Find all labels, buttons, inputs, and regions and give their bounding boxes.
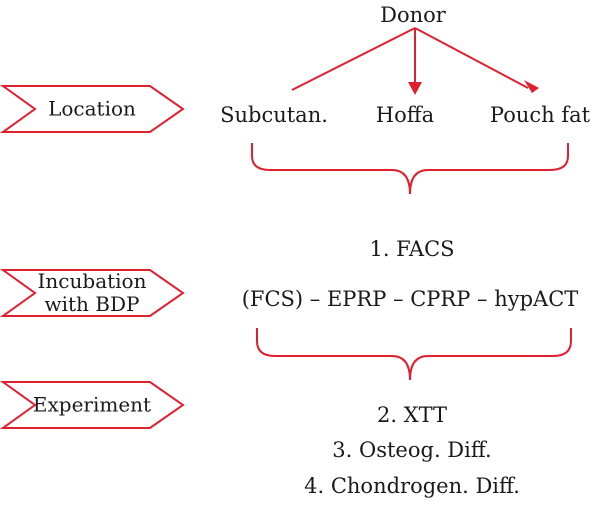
experiment-tag-shape [0,381,185,429]
hoffa-label: Hoffa [375,103,435,127]
location-tag-label: Location [48,96,136,121]
step-xtt: 2. XTT [376,403,448,427]
step-facs: 1. FACS [369,237,455,261]
step-conditions: (FCS) – EPRP – CPRP – hypACT [241,287,579,311]
donor-label: Donor [380,3,446,27]
hoffa-arrowhead [408,82,422,95]
incubation-line-2: with BDP [44,292,140,316]
incubation-tag-label: Incubation with BDP [38,270,147,316]
step-osteog: 3. Osteog. Diff. [332,438,492,462]
conditions-bracket [256,328,572,381]
incubation-tag-shape [0,269,185,317]
pouch-fat-label: Pouch fat [489,103,591,127]
sources-bracket [251,143,569,195]
location-tag-shape [0,85,185,133]
donor-to-subcutan-line [291,27,416,91]
pouch-arrowhead [524,80,539,93]
incubation-line-1: Incubation [37,269,147,293]
step-chondrogen: 4. Chondrogen. Diff. [304,474,520,498]
experiment-tag-label: Experiment [32,392,152,417]
donor-to-pouch-line [414,27,529,89]
subcutan-label: Subcutan. [220,103,328,127]
